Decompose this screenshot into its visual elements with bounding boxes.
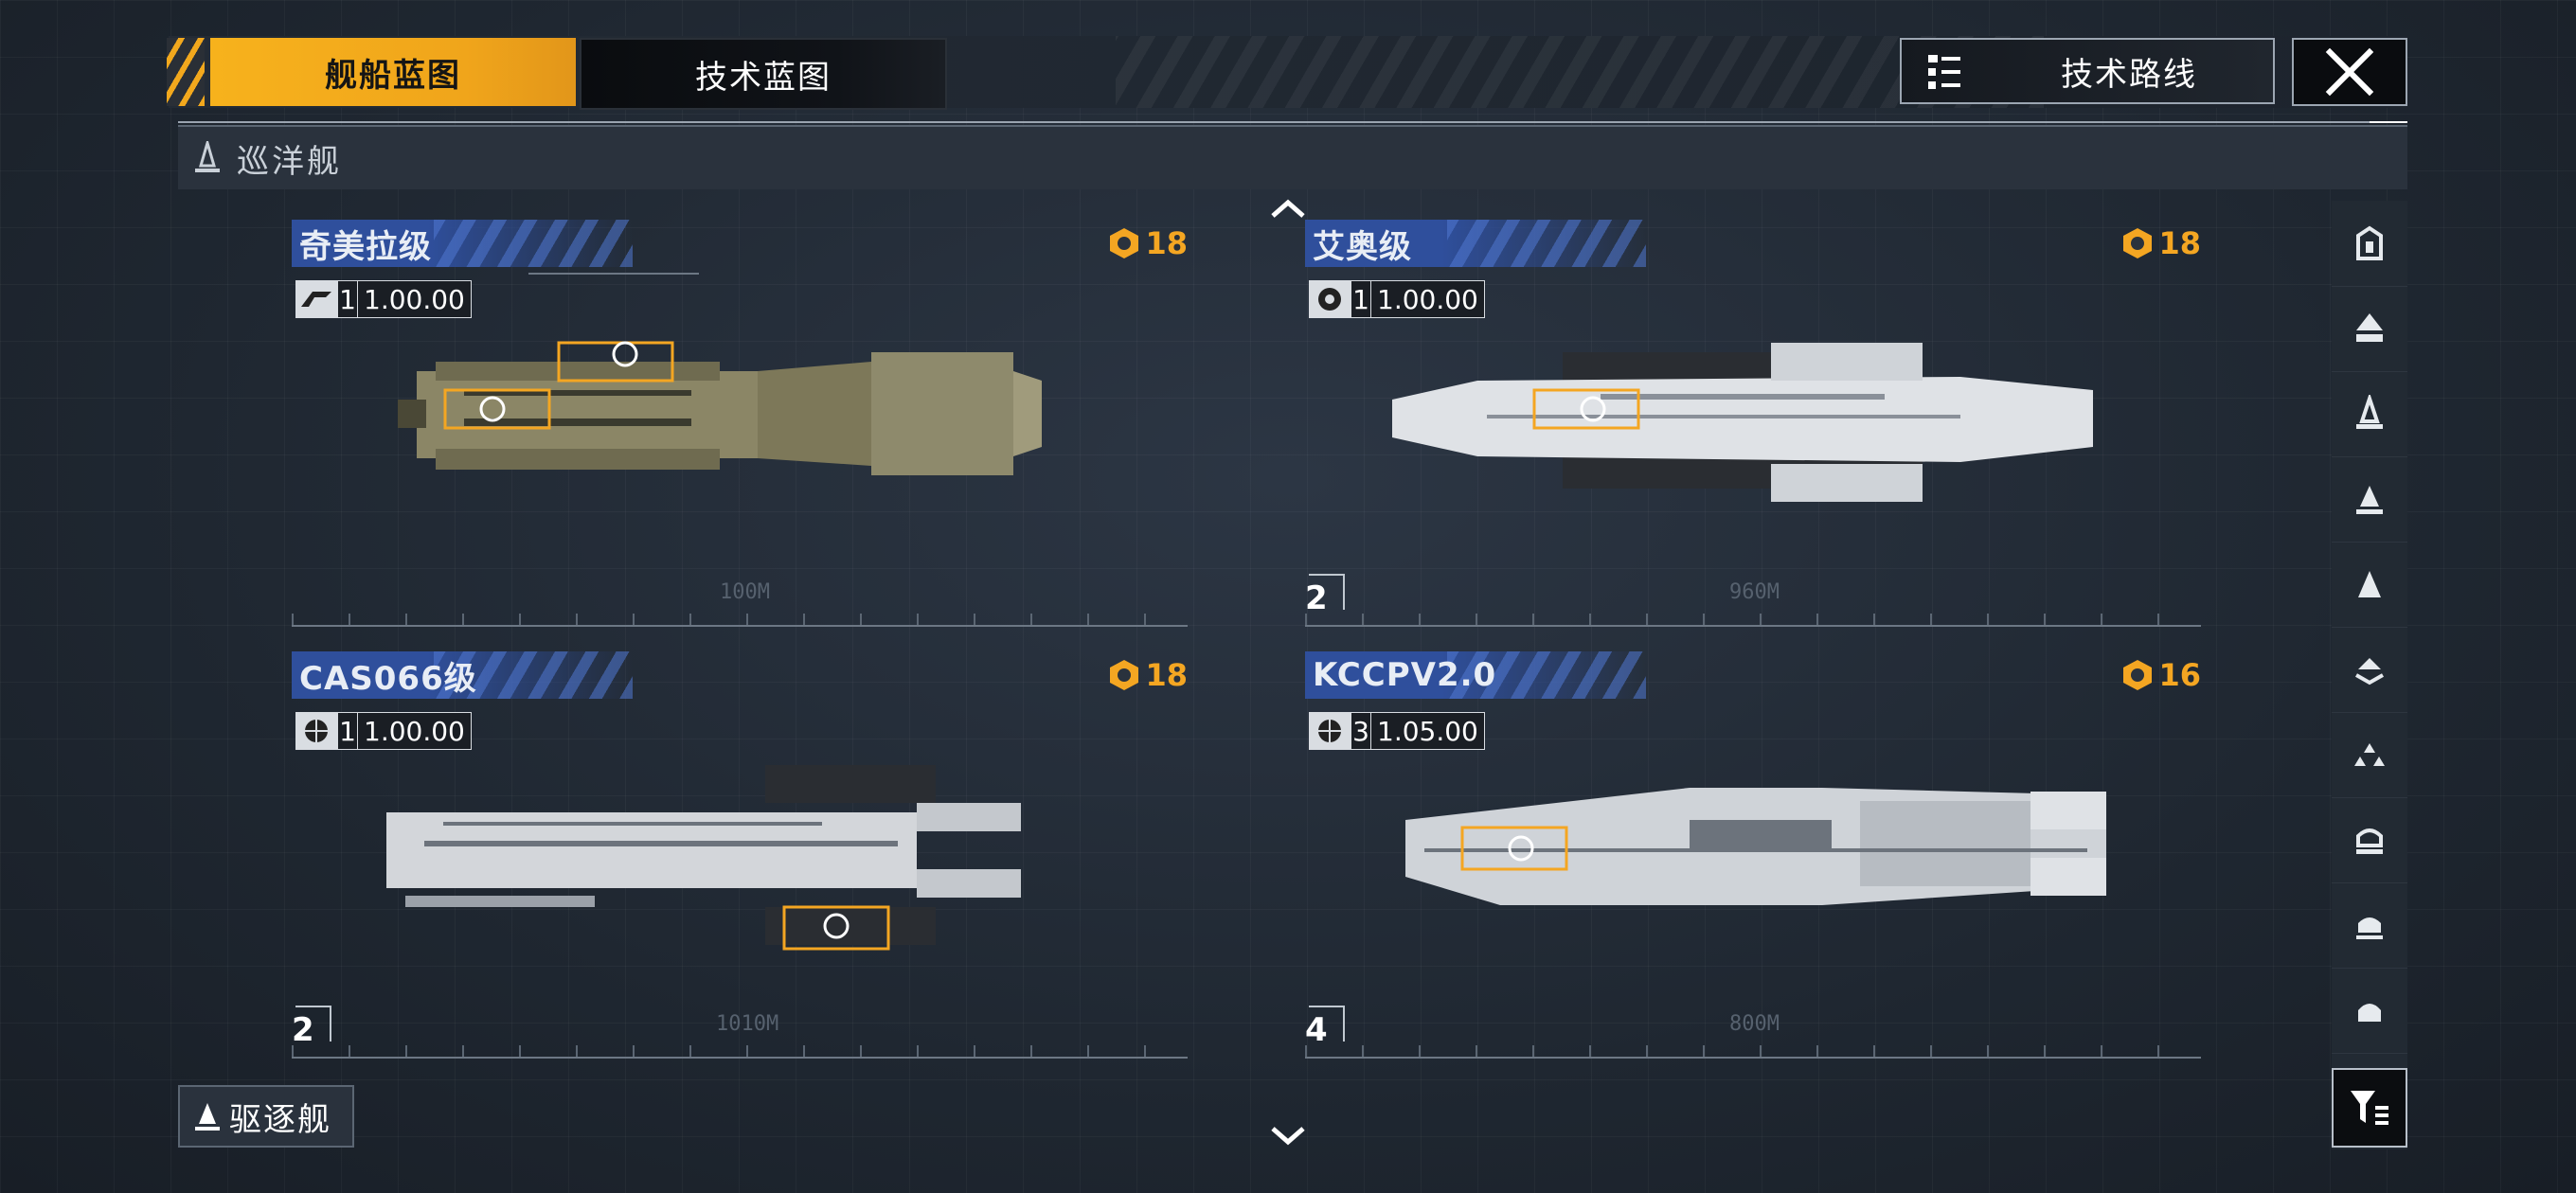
ship-card-kccpv2[interactable]: KCCPV2.0 16 3 1.05.00 800M 4 — [1305, 651, 2201, 1059]
ship-image-cas066 — [386, 765, 1021, 951]
scroll-down-icon[interactable] — [1269, 1123, 1307, 1149]
ship-image-aio — [1392, 343, 2093, 502]
points-emblem-icon — [2123, 228, 2153, 258]
rail-fighter[interactable] — [2332, 712, 2407, 798]
close-icon — [2325, 47, 2374, 97]
ship-name: CAS066级 — [299, 659, 477, 698]
tab-ship-blueprint[interactable]: 舰船蓝图 — [210, 38, 576, 106]
rail-destroyer[interactable] — [2332, 456, 2407, 543]
level-badge: 3 1.05.00 — [1309, 712, 1485, 750]
destroyer-icon — [195, 1103, 220, 1131]
rail-support[interactable] — [2332, 882, 2407, 969]
ship-name: 奇美拉级 — [299, 227, 432, 266]
cruiser-icon — [2356, 395, 2383, 429]
ship-image-chimera — [398, 341, 1042, 475]
ship-image-kccpv2 — [1405, 788, 2106, 905]
rail-battleship[interactable] — [2332, 286, 2407, 372]
ship-points: 18 — [1107, 225, 1188, 261]
faction-emblem-icon — [1318, 288, 1341, 311]
rail-frigate[interactable] — [2332, 542, 2407, 628]
ship-name: 艾奥级 — [1313, 227, 1412, 266]
tab-tech-blueprint[interactable]: 技术蓝图 — [580, 38, 947, 110]
points-emblem-icon — [1110, 660, 1139, 690]
rail-auxiliary[interactable] — [2332, 797, 2407, 883]
filter-icon — [2351, 1091, 2388, 1125]
section-header-cruiser: 巡洋舰 — [178, 125, 2407, 189]
ship-count: 2 — [292, 1011, 314, 1049]
ship-count: 4 — [1305, 1011, 1328, 1049]
ship-name: KCCPV2.0 — [1313, 656, 1497, 694]
ship-count: 2 — [1305, 579, 1328, 617]
close-button[interactable] — [2292, 38, 2407, 106]
carrier-icon — [2356, 225, 2383, 260]
tree-list-icon — [1928, 55, 1960, 89]
points-emblem-icon — [2123, 660, 2153, 690]
rail-corvette[interactable] — [2332, 627, 2407, 713]
support-icon — [2356, 917, 2383, 939]
filter-button[interactable] — [2332, 1068, 2407, 1148]
frigate-icon — [2358, 571, 2381, 597]
cruiser-icon — [195, 141, 220, 172]
level-badge: 1 1.00.00 — [295, 712, 472, 750]
faction-emblem-icon — [301, 292, 331, 307]
fighter-icon — [2354, 743, 2385, 766]
ship-class-rail — [2332, 201, 2407, 1149]
rail-cruiser[interactable] — [2332, 371, 2407, 457]
level-badge: 1 1.00.00 — [1309, 280, 1485, 318]
points-emblem-icon — [1110, 228, 1139, 258]
auxiliary-icon — [2356, 828, 2383, 854]
scroll-up-icon[interactable] — [1269, 195, 1307, 222]
level-badge: 1 1.00.00 — [295, 280, 472, 318]
tech-route-button[interactable]: 技术路线 — [1900, 38, 2275, 104]
faction-emblem-icon — [1318, 720, 1341, 742]
section-divider — [178, 121, 2407, 123]
hazard-stripe — [167, 38, 205, 106]
ship-points: 18 — [1107, 657, 1188, 693]
destroyer-icon — [2356, 486, 2383, 514]
rail-carrier[interactable] — [2332, 201, 2407, 287]
section-header-destroyer[interactable]: 驱逐舰 — [178, 1085, 354, 1148]
faction-emblem-icon — [305, 720, 328, 742]
corvette-icon — [2355, 658, 2384, 686]
ship-points: 18 — [2120, 225, 2201, 261]
ship-card-aio[interactable]: 艾奥级 18 1 1.00.00 960M 2 — [1305, 220, 2201, 627]
rail-base[interactable] — [2332, 968, 2407, 1054]
base-icon — [2358, 1004, 2381, 1022]
ship-points: 16 — [2120, 657, 2201, 693]
ship-card-cas066[interactable]: CAS066级 18 1 1.00.00 1010M 2 — [292, 651, 1188, 1059]
ship-card-chimera[interactable]: 奇美拉级 18 1 1.00.00 100M — [292, 220, 1188, 627]
battleship-icon — [2356, 313, 2383, 342]
